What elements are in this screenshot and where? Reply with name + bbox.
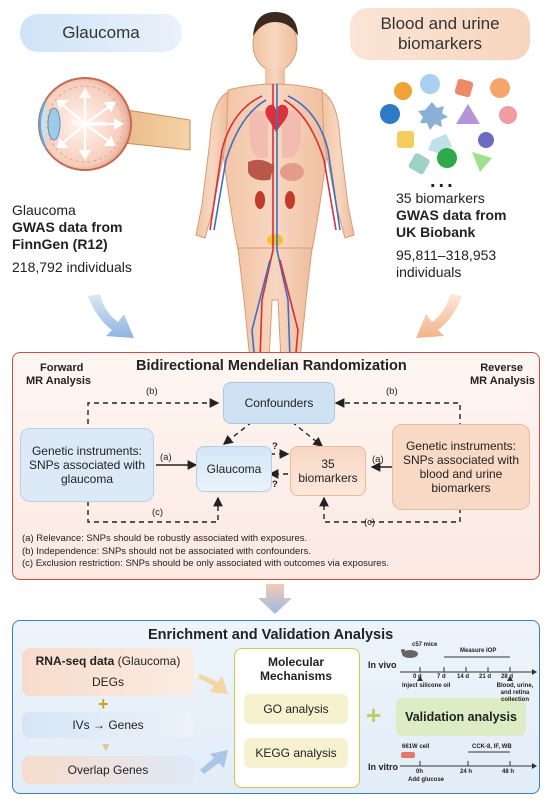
- biomarker-gwas-label: GWAS data from: [396, 207, 507, 223]
- in-vivo-label: In vivo: [368, 660, 397, 670]
- note-independence: (b) Independence: SNPs should not be ass…: [22, 545, 311, 557]
- note-exclusion: (c) Exclusion restriction: SNPs should b…: [22, 558, 389, 569]
- vitro-cell-label: 661W cell: [402, 744, 430, 750]
- reverse-mr-line1: Reverse: [480, 362, 524, 374]
- confounders-box: Confounders: [223, 382, 335, 424]
- biomarkers-box: 35 biomarkers: [290, 446, 366, 496]
- molecular-line2: Mechanisms: [259, 669, 333, 683]
- finngen-label: FinnGen (R12): [12, 236, 108, 252]
- go-analysis-box: GO analysis: [244, 694, 348, 724]
- validation-analysis-box: Validation analysis: [396, 698, 526, 736]
- question-top: ?: [272, 441, 278, 452]
- question-bottom: ?: [272, 479, 278, 490]
- mr-assumption-notes: (a) Relevance: SNPs should be robustly a…: [22, 533, 534, 571]
- glaucoma-source-name: Glaucoma: [12, 202, 76, 218]
- vivo-measure-label: Measure IOP: [460, 648, 497, 654]
- glaucoma-title-pill: Glaucoma: [20, 14, 182, 52]
- vitro-glucose-label: Add glucose: [408, 777, 445, 783]
- glaucoma-sample-size: 218,792 individuals: [12, 259, 132, 275]
- more-biomarkers-ellipsis: ...: [430, 170, 456, 192]
- kegg-analysis-box: KEGG analysis: [244, 738, 348, 768]
- biomarker-sample-unit: individuals: [396, 264, 462, 280]
- rnaseq-label: RNA-seq data (Glaucoma): [36, 654, 181, 668]
- ivs-genes-label: IVs → Genes: [72, 718, 144, 732]
- plus-icon-right: +: [366, 700, 382, 730]
- label-b-left: (b): [146, 386, 158, 397]
- pressure-label: Pressure: [72, 119, 107, 128]
- mr-title: Bidirectional Mendelian Randomization: [136, 358, 407, 374]
- vivo-inject-label: Inject silicone oil: [402, 683, 451, 689]
- right-instrument-box: Genetic instruments: SNPs associated wit…: [392, 424, 530, 510]
- glaucoma-node-label: Glaucoma: [206, 462, 262, 476]
- confounders-label: Confounders: [244, 396, 314, 410]
- forward-mr-label: Forward MR Analysis: [26, 362, 91, 388]
- reverse-mr-line2: MR Analysis: [470, 375, 536, 387]
- glaucoma-box: Glaucoma: [196, 446, 272, 492]
- glaucoma-source: Glaucoma GWAS data from FinnGen (R12) 21…: [12, 202, 182, 276]
- left-instrument-box: Genetic instruments: SNPs associated wit…: [20, 428, 154, 502]
- vivo-day-14: 14 d: [457, 674, 470, 680]
- forward-mr-line2: MR Analysis: [26, 375, 92, 387]
- molecular-mechanisms-title: Molecular Mechanisms: [234, 655, 358, 683]
- vivo-day-7: 7 d: [437, 674, 446, 680]
- vitro-time-0: 0h: [416, 769, 424, 775]
- go-analysis-label: GO analysis: [263, 702, 329, 716]
- degs-label: DEGs: [92, 675, 125, 689]
- glaucoma-title: Glaucoma: [62, 23, 140, 42]
- rnaseq-condition: (Glaucoma): [114, 654, 181, 668]
- down-arrow-icon: [258, 584, 292, 614]
- left-instrument-label: Genetic instruments: SNPs associated wit…: [28, 444, 146, 486]
- label-b-right: (b): [386, 386, 398, 397]
- rnaseq-bold: RNA-seq data: [35, 654, 115, 668]
- overlap-genes-label: Overlap Genes: [67, 763, 149, 777]
- validation-analysis-label: Validation analysis: [405, 710, 517, 724]
- biomarker-sample-size: 95,811–318,953: [396, 247, 497, 263]
- vitro-time-24: 24 h: [460, 769, 473, 775]
- left-down-arrow-icon: [88, 294, 134, 338]
- label-c-left: (c): [152, 507, 164, 518]
- ivs-genes-box: IVs → Genes: [22, 712, 194, 738]
- vivo-collect-label: Blood, urine, and retina collection: [496, 683, 534, 703]
- vivo-day-21: 21 d: [479, 674, 492, 680]
- right-down-arrow-icon: [416, 294, 462, 338]
- note-relevance: (a) Relevance: SNPs should be robustly a…: [22, 533, 308, 544]
- molecular-line1: Molecular: [267, 655, 324, 669]
- overlap-genes-box: Overlap Genes: [22, 756, 194, 784]
- kegg-analysis-label: KEGG analysis: [255, 746, 337, 760]
- vitro-assays-label: CCK-8, IF, WB: [472, 744, 512, 750]
- label-a-left: (a): [160, 452, 172, 463]
- small-down-arrow-icon: ▼: [100, 740, 112, 754]
- vivo-day-28: 28 d: [501, 674, 514, 680]
- biomarker-count: 35 biomarkers: [396, 190, 485, 206]
- biomarker-title: Blood and urine biomarkers: [380, 14, 500, 53]
- label-c-right: (c): [364, 517, 376, 528]
- plus-icon-left: +: [98, 694, 109, 714]
- vivo-day-0: 0 d: [413, 674, 422, 680]
- biomarker-source: 35 biomarkers GWAS data from UK Biobank …: [396, 190, 546, 281]
- biomarker-title-pill: Blood and urine biomarkers: [350, 8, 530, 60]
- label-a-right: (a): [372, 454, 384, 465]
- rnaseq-box: RNA-seq data (Glaucoma): [22, 648, 194, 696]
- biomarkers-count: 35: [321, 457, 335, 471]
- reverse-mr-label: Reverse MR Analysis: [470, 362, 535, 388]
- ukbiobank-label: UK Biobank: [396, 224, 476, 240]
- biomarkers-node-label: 35 biomarkers: [298, 457, 357, 485]
- glaucoma-gwas-label: GWAS data from: [12, 219, 123, 235]
- enrichment-title: Enrichment and Validation Analysis: [148, 627, 394, 643]
- forward-mr-line1: Forward: [40, 362, 84, 374]
- vivo-mice-label: c57 mice: [412, 642, 438, 648]
- right-instrument-label: Genetic instruments: SNPs associated wit…: [402, 439, 520, 495]
- in-vitro-label: In vitro: [368, 762, 399, 772]
- vitro-time-48: 48 h: [502, 769, 515, 775]
- biomarkers-word: biomarkers: [298, 471, 358, 485]
